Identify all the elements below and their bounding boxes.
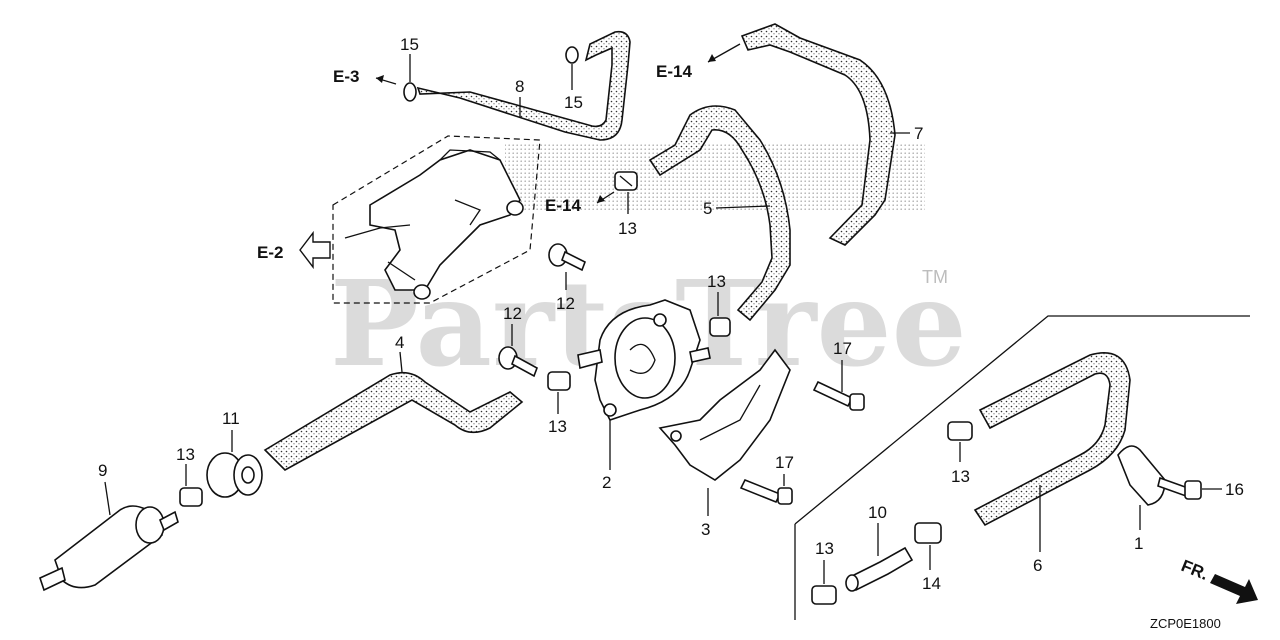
fuel-pump-2 [577,299,711,421]
bolt-17-upper [812,380,865,411]
label-8: 8 [515,77,524,96]
label-5: 5 [703,199,712,218]
label-14: 14 [922,574,941,593]
front-direction-arrow-icon [1210,574,1258,604]
fuel-filter-9 [39,505,179,592]
label-2: 2 [602,473,611,492]
ref-e14-top: E-14 [656,62,692,81]
hose-8 [416,30,631,141]
pump-bracket-3 [658,348,791,481]
e14-top-arrow-icon [708,54,716,62]
clamp-13-mid [547,371,571,391]
label-12-lower: 12 [503,304,522,323]
ref-e2: E-2 [257,243,283,262]
label-3: 3 [701,520,710,539]
carburetor-body [344,149,524,300]
label-7: 7 [914,124,923,143]
connector-10 [845,546,914,592]
label-11: 11 [222,409,240,428]
clamp-13-filter [179,487,203,507]
label-13-upper: 13 [618,219,637,238]
label-6: 6 [1033,556,1042,575]
bolt-12-upper [548,243,587,272]
label-12-upper: 12 [556,294,575,313]
label-4: 4 [395,333,404,352]
ref-e3: E-3 [333,67,359,86]
hose-5 [648,105,791,322]
carburetor-dashed-boundary [332,135,541,304]
clip-15-left [403,82,417,102]
clip-15-right [565,46,579,64]
bolt-12-lower [498,346,538,378]
watermark-trademark: TM [922,267,948,287]
hose-4 [263,371,524,471]
hose-6 [973,352,1131,527]
label-9: 9 [98,461,107,480]
label-13-mid: 13 [548,417,567,436]
label-10: 10 [868,503,887,522]
label-13-inset-lower: 13 [815,539,834,558]
label-17-upper: 17 [833,339,852,358]
ref-fr: FR. [1179,556,1212,584]
label-16: 16 [1225,480,1244,499]
bolt-16 [1157,476,1202,500]
label-13-pump: 13 [707,272,726,291]
logo-watermark [505,142,925,210]
label-15-left: 15 [400,35,419,54]
label-13-inset-upper: 13 [951,467,970,486]
clamp-13-inset-lower [811,585,837,605]
grommet-11 [206,452,263,498]
e3-arrow-icon [376,75,384,83]
label-17-lower: 17 [775,453,794,472]
label-13-filter: 13 [176,445,195,464]
hose-7 [740,23,896,246]
label-15-right: 15 [564,93,583,112]
label-1: 1 [1134,534,1143,553]
clamp-13-inset-upper [947,421,973,441]
e14-mid-arrow-icon [597,195,605,203]
diagram-code: ZCP0E1800 [1150,616,1221,631]
e2-outline-arrow-icon [299,230,331,270]
bolt-17-lower [739,478,793,505]
clamp-13-pump [709,317,731,337]
inset-divider-upper [794,315,1250,525]
clip-1 [1117,445,1166,506]
clamp-14 [914,522,942,544]
ref-e14-mid: E-14 [545,196,581,215]
clamp-13-upper [614,171,638,191]
